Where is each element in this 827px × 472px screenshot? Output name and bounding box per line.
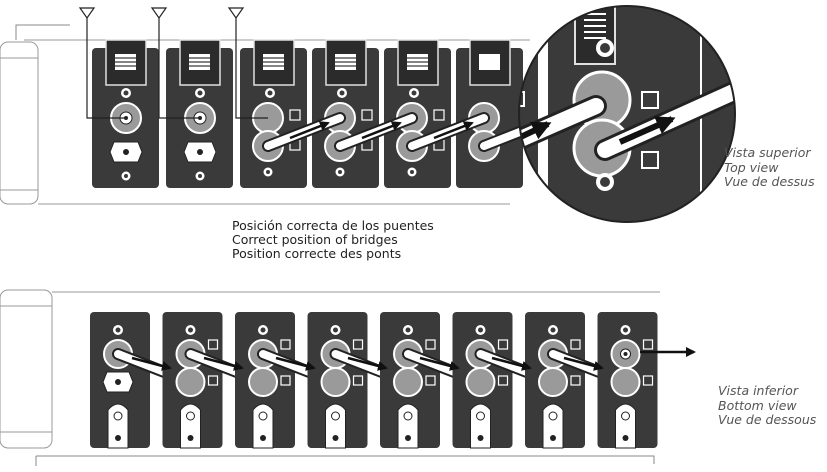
bottom-module-4 <box>307 312 368 449</box>
bottom-module-1 <box>90 312 150 449</box>
top-modules <box>92 39 523 188</box>
bottom-module-6 <box>452 312 513 449</box>
bottom-modules <box>90 312 658 449</box>
bottom-view-label-fr: Vue de dessous <box>718 412 817 427</box>
antenna-3 <box>227 7 268 119</box>
top-module-4 <box>312 39 379 188</box>
caption-line-en: Correct position of bridges <box>232 232 398 247</box>
zoom-detail <box>518 5 736 223</box>
top-rail <box>15 24 70 40</box>
top-module-6 <box>456 39 523 188</box>
bottom-view-diagram <box>0 289 696 466</box>
top-view-label: Vista superior Top view Vue de dessus <box>724 145 815 190</box>
bottom-module-8 <box>597 312 658 449</box>
antenna-2 <box>150 7 200 119</box>
bottom-view-label: Vista inferior Bottom view Vue de dessou… <box>718 383 817 428</box>
top-view-label-en: Top view <box>724 159 779 175</box>
top-module-3 <box>240 39 307 188</box>
caption-line-es: Posición correcta de los puentes <box>232 218 434 233</box>
bottom-view-label-en: Bottom view <box>718 397 797 413</box>
zoom-output-symbol <box>641 151 659 169</box>
bottom-rail <box>35 455 655 466</box>
top-view-label-fr: Vue de dessus <box>724 174 815 189</box>
bottom-module-3 <box>235 312 295 449</box>
top-module-clip <box>105 39 147 86</box>
bottom-end-cap <box>0 289 53 449</box>
top-module-2 <box>166 39 233 188</box>
bottom-module-7 <box>525 312 585 449</box>
top-view-diagram <box>0 5 736 223</box>
top-end-cap <box>0 41 39 205</box>
caption-line-fr: Position correcte des ponts <box>232 246 402 261</box>
antenna-1 <box>78 7 126 119</box>
top-view-label-es: Vista superior <box>724 145 811 160</box>
top-module-1 <box>92 39 159 188</box>
top-flow-arrows <box>289 121 474 140</box>
zoom-input-symbol <box>641 91 659 109</box>
top-module-5 <box>384 39 451 188</box>
bottom-module-2 <box>162 312 223 449</box>
bottom-view-label-es: Vista inferior <box>718 383 798 398</box>
bottom-module-5 <box>380 312 440 449</box>
bridge-caption: Posición correcta de los puentes Correct… <box>232 219 434 261</box>
antennas <box>78 7 268 119</box>
bottom-flow-arrows <box>131 347 696 371</box>
